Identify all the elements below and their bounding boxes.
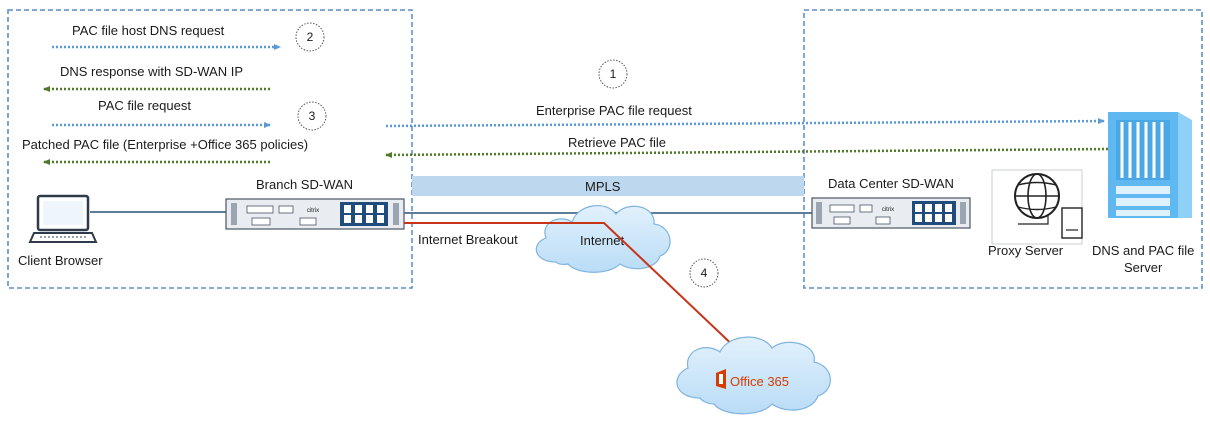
msg-pac-file-request: PAC file request <box>98 98 191 113</box>
internet-breakout-label: Internet Breakout <box>418 232 518 247</box>
office365-label: Office 365 <box>730 374 789 389</box>
branch-appliance-brand: citrix <box>307 208 319 214</box>
step-4-marker: 4 <box>689 258 719 288</box>
svg-text:2: 2 <box>307 30 314 44</box>
svg-text:3: 3 <box>309 109 316 123</box>
client-browser-label: Client Browser <box>18 253 103 268</box>
branch-appliance-icon: citrix <box>225 198 405 230</box>
arrow-retrieve-pac <box>385 147 1109 158</box>
msg-dns-response: DNS response with SD-WAN IP <box>60 64 243 79</box>
office-logo-icon <box>716 369 726 389</box>
internet-label: Internet <box>580 233 624 248</box>
arrow-enterprise-pac-request <box>385 118 1105 128</box>
msg-enterprise-pac-request: Enterprise PAC file request <box>536 103 692 118</box>
mpls-link <box>412 176 804 196</box>
svg-text:4: 4 <box>701 266 708 280</box>
datacenter-site-box <box>803 9 1203 289</box>
internet-breakout-path <box>404 222 741 353</box>
dc-appliance-brand: citrix <box>882 207 894 213</box>
dns-pac-server-label-line2: Server <box>1124 260 1163 275</box>
msg-pac-dns-request: PAC file host DNS request <box>72 23 225 38</box>
step-2-marker: 2 <box>295 22 325 52</box>
step-3-marker: 3 <box>297 101 327 131</box>
office365-cloud-icon <box>676 336 831 415</box>
step-1-marker: 1 <box>598 59 628 89</box>
proxy-server-icon <box>991 169 1083 245</box>
proxy-server-label: Proxy Server <box>988 243 1064 258</box>
msg-retrieve-pac: Retrieve PAC file <box>568 135 666 150</box>
dns-pac-server-label-line1: DNS and PAC file <box>1092 243 1194 258</box>
msg-patched-pac: Patched PAC file (Enterprise +Office 365… <box>22 137 308 152</box>
branch-sdwan-label: Branch SD-WAN <box>256 177 353 192</box>
dc-sdwan-label: Data Center SD-WAN <box>828 176 954 191</box>
dns-pac-server-icon <box>1108 112 1192 218</box>
branch-site-box <box>7 9 413 289</box>
mpls-label: MPLS <box>585 179 621 194</box>
svg-text:1: 1 <box>610 67 617 81</box>
dc-appliance-icon: citrix <box>811 197 971 229</box>
laptop-icon <box>28 194 98 243</box>
